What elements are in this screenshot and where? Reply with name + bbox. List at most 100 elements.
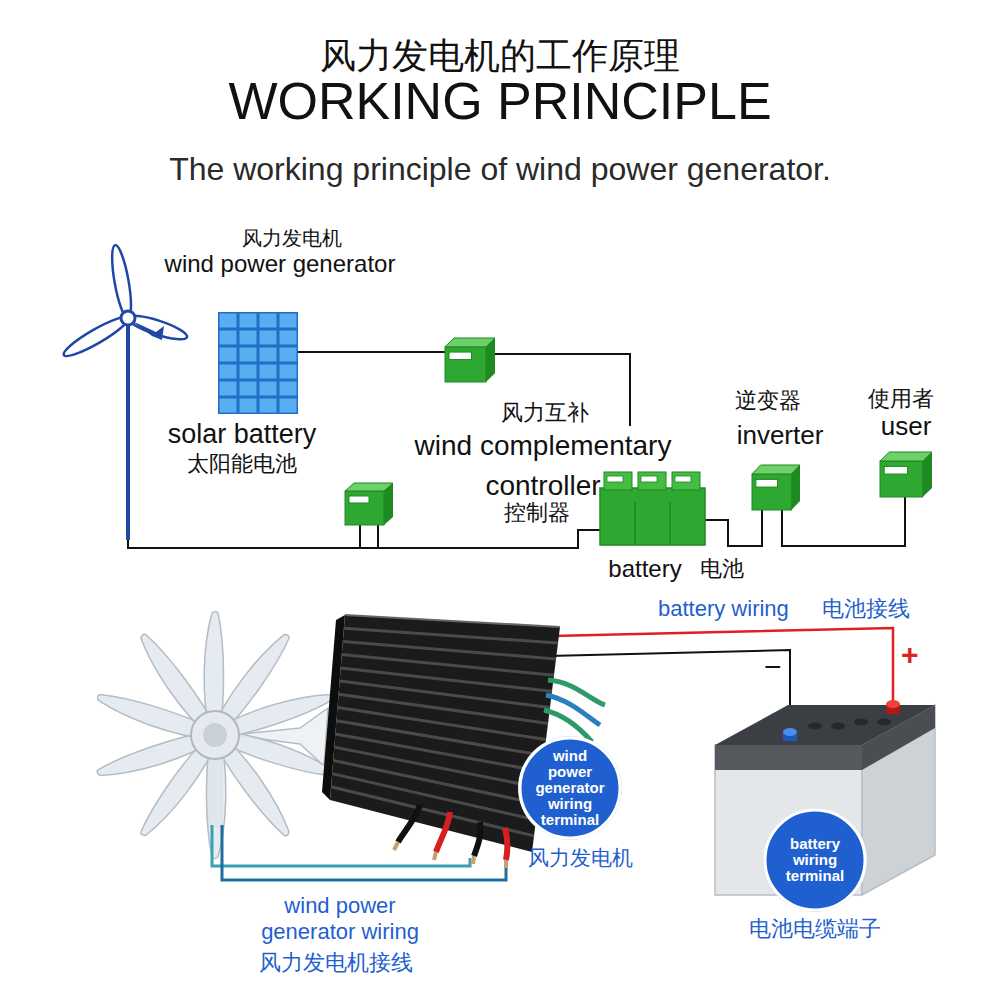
node-label: user bbox=[881, 411, 932, 442]
panel-frame bbox=[218, 312, 298, 414]
node-label: 电池 bbox=[700, 556, 744, 582]
terminal-label: wind power generator wiring terminal bbox=[533, 748, 607, 828]
node-label: wind power generator bbox=[165, 250, 396, 279]
inverter-box: 逆变器inverter bbox=[752, 465, 800, 510]
node-label: 逆变器 bbox=[735, 388, 801, 414]
wire-label: 电池接线 bbox=[822, 596, 910, 622]
solar-cell bbox=[280, 382, 297, 396]
heat-sink-edge bbox=[345, 615, 560, 627]
battery-wire-positive bbox=[552, 628, 893, 704]
solar-cell bbox=[260, 314, 277, 328]
polarity-sign: + bbox=[901, 640, 919, 670]
turbine-pole bbox=[126, 324, 130, 540]
solar-cell bbox=[220, 348, 237, 362]
device-wire bbox=[398, 805, 420, 842]
vent-cap bbox=[808, 723, 822, 730]
solar-cell bbox=[260, 382, 277, 396]
box-front bbox=[445, 347, 486, 382]
node-label: inverter bbox=[737, 420, 824, 451]
box-front bbox=[880, 461, 923, 497]
device-wire bbox=[546, 695, 600, 725]
battery-box-outline bbox=[600, 472, 705, 545]
solar-cell bbox=[240, 365, 257, 379]
battery-dividers bbox=[635, 502, 670, 545]
device-wire bbox=[474, 822, 481, 856]
box-front bbox=[752, 474, 791, 510]
wind-turbine-outline bbox=[60, 240, 195, 540]
node-label: 使用者 bbox=[868, 386, 934, 412]
wire-stub bbox=[377, 524, 379, 548]
title-heading: WORKING PRINCIPLE bbox=[228, 70, 771, 132]
solar-cell bbox=[240, 348, 257, 362]
controller-box: 风力互补wind complementary controller控制器 bbox=[445, 338, 495, 382]
solar-cell bbox=[240, 314, 257, 328]
battery-cell bbox=[638, 472, 666, 490]
turbine-hub bbox=[191, 711, 239, 759]
box-window bbox=[449, 352, 472, 359]
device-wire bbox=[505, 828, 507, 860]
solar-cell bbox=[260, 365, 277, 379]
heat-sink-body bbox=[330, 615, 560, 852]
battery-cell bbox=[604, 472, 632, 490]
solar-cell bbox=[280, 348, 297, 362]
circle-ring bbox=[518, 736, 622, 840]
connector-line bbox=[705, 510, 762, 546]
vent-cap bbox=[831, 723, 845, 730]
box-window bbox=[884, 466, 907, 474]
circle-fill bbox=[765, 810, 865, 910]
solar-panel-outline bbox=[218, 312, 298, 414]
positive-terminal bbox=[886, 700, 900, 708]
turbine-hub-center bbox=[203, 723, 227, 747]
node-label: 太阳能电池 bbox=[187, 451, 297, 477]
node-label: 风力发电机 bbox=[242, 226, 342, 250]
turbine-nose bbox=[130, 320, 164, 340]
battery-body bbox=[600, 488, 705, 545]
solar-cell bbox=[280, 399, 297, 413]
solar-cell bbox=[220, 314, 237, 328]
solar-panel: solar battery太阳能电池 bbox=[218, 312, 298, 414]
wire-stub bbox=[359, 524, 361, 548]
node-label: 风力互补 bbox=[501, 401, 589, 425]
solar-cell bbox=[220, 399, 237, 413]
wire-label: 风力发电机接线 bbox=[259, 950, 413, 976]
box-front bbox=[345, 491, 384, 525]
battery-lid-side bbox=[862, 705, 935, 770]
box-side bbox=[384, 483, 393, 525]
device-wire bbox=[548, 680, 605, 705]
solar-cell bbox=[240, 382, 257, 396]
battery-cell-window bbox=[607, 476, 623, 482]
solar-cell bbox=[260, 348, 277, 362]
battery-wire-negative bbox=[548, 650, 790, 732]
solar-cell bbox=[280, 365, 297, 379]
node-label: solar battery bbox=[168, 418, 317, 450]
vent-cap bbox=[877, 719, 891, 726]
node-label: 电池电缆端子 bbox=[749, 916, 881, 942]
solar-cell bbox=[260, 399, 277, 413]
wire-label: battery wiring bbox=[658, 596, 789, 622]
connector-line bbox=[128, 530, 600, 548]
wind-turbine: 风力发电机wind power generator bbox=[60, 240, 195, 540]
battery-vents bbox=[808, 719, 891, 730]
battery-cell-window bbox=[641, 476, 657, 482]
controller-box-outline bbox=[445, 338, 495, 382]
wire-label: wind power generator wiring bbox=[245, 893, 435, 945]
box-side bbox=[486, 338, 495, 382]
solar-cell bbox=[220, 365, 237, 379]
battery-lid bbox=[715, 745, 862, 770]
solar-cell bbox=[280, 314, 297, 328]
user-box-outline bbox=[880, 452, 932, 497]
terminal-circle: battery wiring terminal电池电缆端子 bbox=[763, 808, 867, 912]
terminal-circle: wind power generator wiring terminal风力发电… bbox=[518, 736, 622, 840]
solar-cell bbox=[220, 331, 237, 345]
terminal-label: battery wiring terminal bbox=[778, 836, 852, 884]
user-box: 使用者user bbox=[880, 452, 932, 497]
generator-wire bbox=[212, 825, 470, 866]
solar-cell bbox=[240, 399, 257, 413]
solar-cell bbox=[260, 331, 277, 345]
node-label: battery bbox=[608, 555, 681, 584]
battery-cell-window bbox=[675, 476, 691, 482]
negative-terminal bbox=[783, 728, 797, 736]
controller-box-small bbox=[345, 483, 393, 548]
turbine-illustration bbox=[94, 612, 336, 859]
